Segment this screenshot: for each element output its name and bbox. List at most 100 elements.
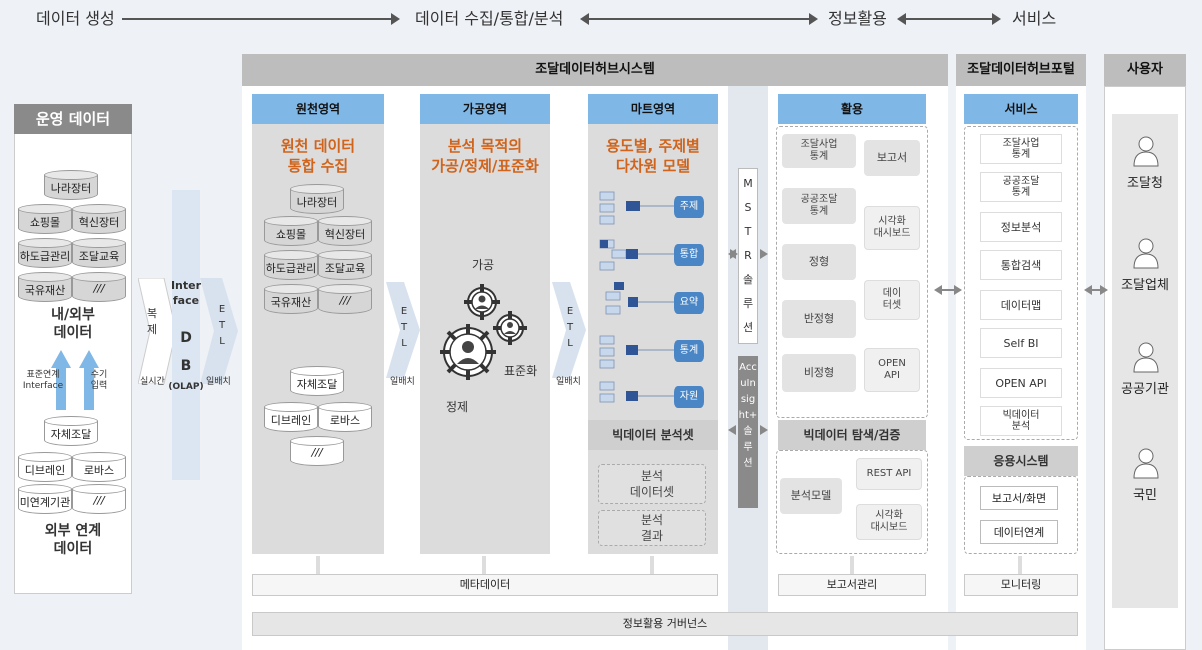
- batch-label-1: 일배치: [206, 377, 231, 387]
- user-label-2: 조달업체: [1121, 278, 1169, 293]
- mart-db-integrated: 통합: [674, 244, 704, 266]
- usage-box: [776, 126, 928, 418]
- monitoring-bar: 모니터링: [964, 574, 1078, 596]
- user-label-1: 조달청: [1127, 176, 1163, 191]
- governance-bar: 정보활용 거버넌스: [252, 612, 1078, 636]
- etl-chevron-2: [386, 282, 420, 378]
- process-label-process: 가공: [472, 258, 495, 272]
- source-head: 원천영역: [252, 94, 384, 124]
- source-area: [252, 94, 384, 554]
- standard-interface-label: 표준연계 Interface: [22, 370, 64, 391]
- src-db-dbrain: 디브레인: [264, 402, 318, 432]
- src-db-robas: 로바스: [318, 402, 372, 432]
- user-icon-1: [1133, 136, 1159, 167]
- app-report-screen: 보고서/화면: [980, 486, 1058, 510]
- flow-step-collect: 데이터 수집/통합/분석: [415, 9, 564, 28]
- service-info-analysis: 정보분석: [980, 212, 1062, 242]
- service-search: 통합검색: [980, 250, 1062, 280]
- service-stat-procure: 조달사업 통계: [980, 134, 1062, 164]
- app-system-head: 응용시스템: [964, 446, 1078, 476]
- user-label-3: 공공기관: [1121, 382, 1169, 397]
- app-data-link: 데이터연계: [980, 520, 1058, 544]
- internal-external-label: 내/외부 데이터: [51, 307, 95, 341]
- stub: [482, 556, 486, 574]
- manual-input-label: 수기 입력: [90, 370, 108, 391]
- usage-dataset: 데이 터셋: [864, 280, 920, 320]
- db-unlinked: 미연계기관: [18, 484, 72, 514]
- src-db-subcontract: 하도급관리: [264, 250, 318, 280]
- src-db-narajangteo: 나라장터: [290, 184, 344, 214]
- usage-semistructured: 반정형: [782, 300, 856, 338]
- src-db-shopping: 쇼핑몰: [264, 216, 318, 246]
- db-robas: 로바스: [72, 452, 126, 482]
- usage-structured: 정형: [782, 244, 856, 280]
- olap-label: (OLAP): [168, 382, 204, 392]
- gears-icon: [440, 284, 527, 380]
- db-innovation: 혁신장터: [72, 204, 126, 234]
- system-header: 조달데이터허브시스템: [242, 54, 948, 86]
- src-db-innovation: 혁신장터: [318, 216, 372, 246]
- mart-head: 마트영역: [588, 94, 718, 124]
- interface-db-column: [172, 190, 200, 480]
- replication-label: 복 제: [146, 307, 158, 336]
- process-area: [420, 94, 550, 554]
- mart-db-stats: 통계: [674, 340, 704, 362]
- stub: [650, 556, 654, 574]
- rest-api: REST API: [856, 458, 922, 490]
- db-national-property: 국유재산: [18, 272, 72, 302]
- mstr-left-arrows: [728, 249, 768, 259]
- db-education: 조달교육: [72, 238, 126, 268]
- service-bigdata: 빅데이터 분석: [980, 406, 1062, 436]
- etl-label-1: E T L: [218, 304, 226, 347]
- mart-db-resource: 자원: [674, 386, 704, 408]
- process-label-cleanse: 정제: [446, 400, 469, 414]
- user-icon-2: [1133, 238, 1159, 269]
- user-header: 사용자: [1104, 54, 1186, 86]
- stub: [1018, 556, 1022, 574]
- user-label-4: 국민: [1133, 488, 1157, 503]
- metadata-bar: 메타데이터: [252, 574, 718, 596]
- bigdata-explore-box: [776, 450, 928, 554]
- db-shoppingmall: 쇼핑몰: [18, 204, 72, 234]
- etl-label-2: E T L: [400, 306, 408, 349]
- ops-title: 운영 데이터: [14, 104, 132, 134]
- flow-step-service: 서비스: [1012, 9, 1057, 28]
- analysis-model: 분석모델: [780, 478, 842, 514]
- flow-arrow-2: [580, 13, 818, 25]
- usage-dashboard: 시각화 대시보드: [864, 206, 920, 250]
- accu-left-arrows: [728, 425, 768, 435]
- flow-step-use: 정보활용: [828, 9, 887, 28]
- batch-label-2: 일배치: [390, 377, 415, 387]
- user-icon-3: [1133, 342, 1159, 373]
- bigdata-explore-head: 빅데이터 탐색/검증: [778, 420, 926, 450]
- report-management-bar: 보고서관리: [778, 574, 926, 596]
- db-self-procure: 자체조달: [44, 416, 98, 446]
- bigdata-analysis-head: 빅데이터 분석셋: [588, 420, 718, 450]
- process-head: 가공영역: [420, 94, 550, 124]
- process-label-standardize: 표준화: [504, 364, 538, 378]
- mart-db-summary: 요약: [674, 292, 704, 314]
- analysis-dataset-box: 분석 데이터셋: [598, 464, 706, 504]
- db-etc: ///: [72, 272, 126, 302]
- batch-label-3: 일배치: [556, 377, 581, 387]
- app-system-box: [964, 476, 1078, 554]
- bd-dashboard: 시각화 대시보드: [856, 504, 922, 540]
- mart-models: [598, 186, 710, 412]
- flow-arrow-3: [897, 13, 1001, 25]
- mart-db-subject: 주제: [674, 196, 704, 218]
- service-box: [964, 126, 1078, 440]
- src-db-etc: ///: [318, 284, 372, 314]
- realtime-label: 실시간: [140, 377, 165, 387]
- service-openapi: OPEN API: [980, 368, 1062, 398]
- interface-label: Inter face: [170, 279, 202, 307]
- ingest-chevron: [138, 278, 238, 384]
- service-selfbi: Self BI: [980, 328, 1062, 358]
- service-stat-public: 공공조달 통계: [980, 172, 1062, 202]
- db-subcontract: 하도급관리: [18, 238, 72, 268]
- portal-user-arrow: [1084, 285, 1108, 295]
- upload-arrows: [51, 350, 99, 410]
- mart-title: 용도별, 주제별 다차원 모델: [606, 137, 700, 175]
- accuinsight-label: Acc uIn sig ht+ 솔 루 션: [738, 362, 758, 469]
- analysis-result-box: 분석 결과: [598, 510, 706, 546]
- service-datamap: 데이터맵: [980, 290, 1062, 320]
